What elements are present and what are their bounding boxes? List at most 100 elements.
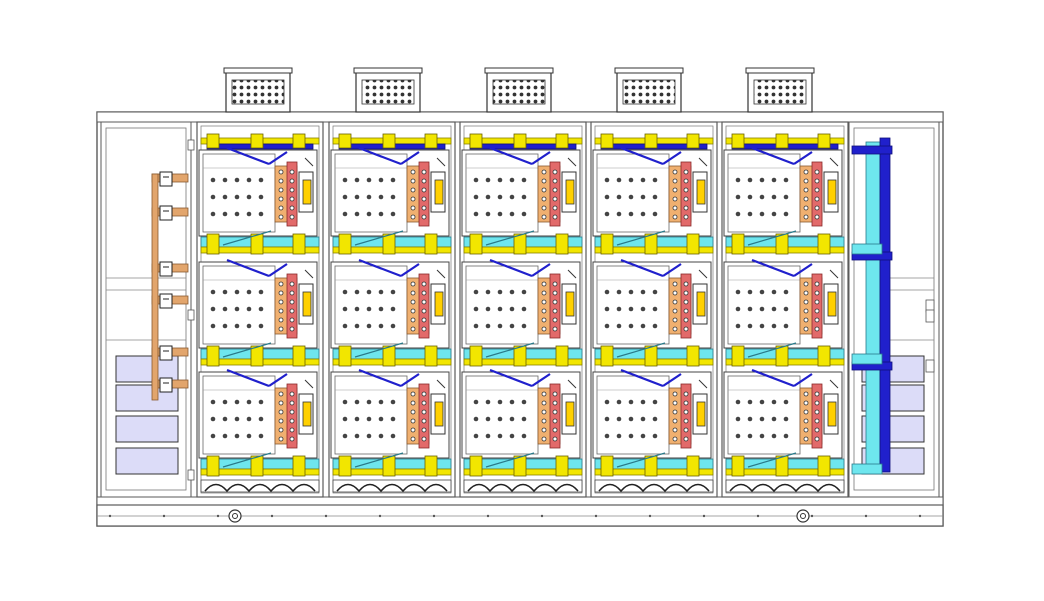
bolt — [390, 433, 396, 439]
terminal-bolt — [410, 436, 416, 442]
terminal-bolt — [814, 299, 820, 305]
bus-support — [817, 455, 831, 477]
bus-support — [250, 233, 264, 255]
terminal-bolt — [683, 178, 689, 184]
terminal-bolt — [552, 308, 558, 314]
terminal-bolt — [803, 436, 809, 442]
terminal-bolt — [410, 187, 416, 193]
bolt — [473, 416, 479, 422]
bolt — [485, 433, 491, 439]
bolt — [771, 194, 777, 200]
bolt — [390, 399, 396, 405]
bolt — [521, 289, 527, 295]
terminal-bolt — [421, 290, 427, 296]
terminal-bolt — [552, 427, 558, 433]
bolt — [497, 306, 503, 312]
terminal-bolt — [410, 178, 416, 184]
terminal-bolt — [672, 196, 678, 202]
cable-link — [616, 342, 666, 358]
clamp-arm — [567, 269, 577, 279]
bolt — [485, 211, 491, 217]
terminal-bolt — [541, 409, 547, 415]
bolt — [759, 306, 765, 312]
bolt — [759, 416, 765, 422]
terminal-bolt — [421, 169, 427, 175]
terminal-bolt — [421, 214, 427, 220]
terminal-bolt — [814, 391, 820, 397]
terminal-bolt — [672, 317, 678, 323]
terminal-assembly — [668, 383, 692, 449]
bolt — [378, 211, 384, 217]
bus-support — [382, 345, 396, 367]
clamp-handle — [827, 401, 837, 427]
terminal-bolt — [814, 205, 820, 211]
bolt — [354, 433, 360, 439]
terminal-bolt — [672, 169, 678, 175]
bolt — [640, 211, 646, 217]
bolt — [628, 323, 634, 329]
terminal-bolt — [672, 436, 678, 442]
terminal-assembly — [406, 161, 430, 227]
trough-box — [594, 479, 714, 493]
terminal-bolt — [421, 187, 427, 193]
terminal-bolt — [672, 308, 678, 314]
bolt — [222, 323, 228, 329]
bolt — [735, 289, 741, 295]
roof-vent-5 — [745, 67, 815, 113]
terminal-bolt — [552, 436, 558, 442]
terminal-bolt — [278, 317, 284, 323]
terminal-bolt — [421, 409, 427, 415]
terminal-bolt — [541, 178, 547, 184]
bolt — [366, 399, 372, 405]
terminal-bolt — [814, 409, 820, 415]
blue-cable — [751, 258, 795, 278]
bolt — [210, 306, 216, 312]
terminal-bolt — [289, 427, 295, 433]
module-plate — [596, 153, 670, 233]
blue-cable — [751, 368, 795, 388]
bolt-grid — [473, 289, 527, 329]
terminal-bolt — [803, 214, 809, 220]
terminal-bolt — [541, 196, 547, 202]
bolt — [509, 177, 515, 183]
vent-cap — [745, 67, 815, 74]
bus-support — [250, 345, 264, 367]
bolt — [604, 416, 610, 422]
bus-support — [817, 345, 831, 367]
terminal-bolt — [552, 169, 558, 175]
right-cyan-bus — [865, 141, 881, 469]
vent-cap — [223, 67, 293, 74]
base-hole — [864, 514, 868, 518]
cable-link — [485, 452, 535, 468]
terminal-bolt — [289, 196, 295, 202]
bus-support — [469, 455, 483, 477]
trough-box — [463, 479, 583, 493]
bolt — [210, 289, 216, 295]
blue-cable — [400, 373, 420, 387]
clamp-arm — [304, 269, 314, 279]
terminal-bolt — [278, 409, 284, 415]
right-side-section — [848, 121, 940, 498]
bus-support — [600, 233, 614, 255]
cable-link — [616, 230, 666, 246]
bolt — [640, 194, 646, 200]
terminal-bolt — [683, 409, 689, 415]
bus-support — [513, 345, 527, 367]
bus-support — [382, 133, 396, 149]
base-hole — [108, 514, 112, 518]
terminal-assembly — [668, 161, 692, 227]
bolt — [473, 306, 479, 312]
blue-cable — [620, 368, 664, 388]
clamp-arm — [698, 269, 708, 279]
bolt — [640, 306, 646, 312]
terminal-bolt — [803, 187, 809, 193]
bus-support — [686, 345, 700, 367]
bolt — [222, 194, 228, 200]
bolt — [783, 177, 789, 183]
bolt-grid — [210, 177, 264, 217]
cable-link — [747, 452, 797, 468]
bolt — [222, 177, 228, 183]
bolt — [497, 289, 503, 295]
